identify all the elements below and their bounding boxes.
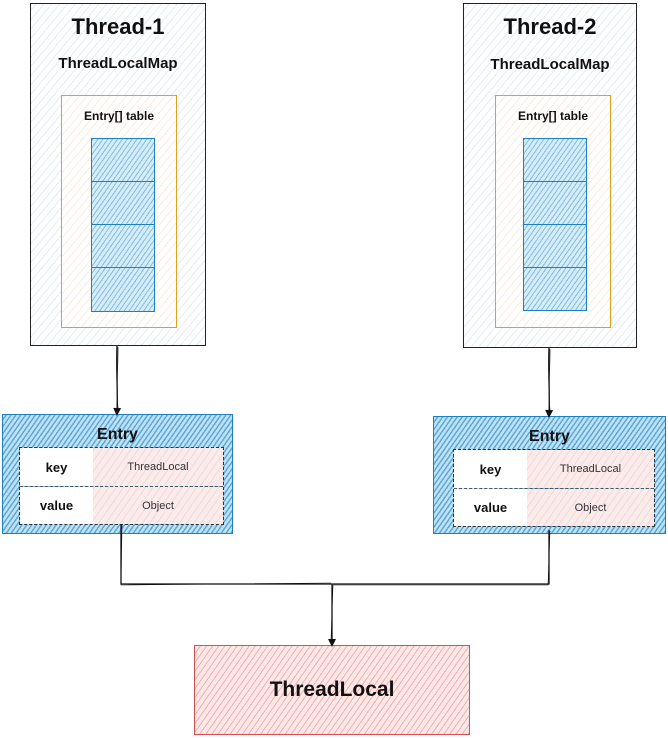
table-slot [92, 139, 154, 182]
thread-1-table-label: Entry[] table [83, 109, 154, 123]
table-slot [524, 139, 586, 182]
thread-1-slot-column [91, 138, 155, 312]
thread-2-box: Thread-2 ThreadLocalMap Entry[] table [463, 3, 637, 348]
value-value: Object [527, 489, 654, 526]
key-value: ThreadLocal [93, 448, 223, 486]
thread-2-slot-column [523, 138, 587, 311]
value-value: Object [93, 487, 223, 524]
thread-2-entry-table: Entry[] table [495, 95, 611, 328]
threadlocal-label: ThreadLocal [269, 678, 395, 701]
table-slot [92, 182, 154, 225]
entry-1-value-row: value Object [20, 487, 223, 524]
entry-1-title: Entry [97, 426, 138, 443]
entry-2-title: Entry [529, 428, 570, 445]
table-slot [524, 182, 586, 225]
thread-1-map-label: ThreadLocalMap [58, 55, 178, 72]
entry-2-key-row: key ThreadLocal [454, 450, 654, 489]
entry-1-kv-table: key ThreadLocal value Object [19, 447, 224, 525]
key-value: ThreadLocal [527, 450, 654, 488]
value-label: value [454, 489, 528, 526]
entry-2-kv-table: key ThreadLocal value Object [453, 449, 655, 527]
entry-2-box: Entry key ThreadLocal value Object [433, 416, 666, 534]
value-label: value [20, 487, 94, 524]
entry-1-key-row: key ThreadLocal [20, 448, 223, 487]
entry-2-to-threadlocal-line [332, 530, 550, 585]
threadlocal-box: ThreadLocal [194, 645, 470, 735]
table-slot [92, 225, 154, 268]
thread-1-box: Thread-1 ThreadLocalMap Entry[] table [30, 3, 206, 346]
thread-1-title: Thread-1 [71, 14, 165, 39]
entry-1-box: Entry key ThreadLocal value Object [2, 414, 233, 534]
key-label: key [454, 450, 528, 488]
table-slot [524, 225, 586, 268]
thread-2-map-label: ThreadLocalMap [490, 56, 610, 73]
thread-2-table-label: Entry[] table [517, 109, 588, 123]
entry-1-to-threadlocal-line [120, 524, 332, 585]
thread-1-entry-table: Entry[] table [61, 95, 177, 328]
thread-2-title: Thread-2 [503, 14, 597, 39]
entry-2-value-row: value Object [454, 489, 654, 526]
